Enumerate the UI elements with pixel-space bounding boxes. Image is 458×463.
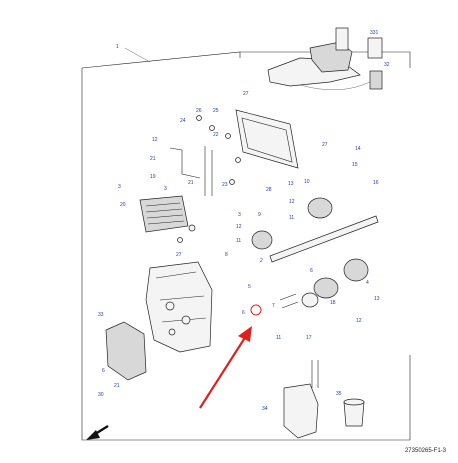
callout-23: 23	[222, 182, 228, 188]
callout-4: 4	[366, 280, 369, 286]
callout-7: 7	[272, 303, 275, 309]
callout-16: 16	[373, 180, 379, 186]
callout-8: 8	[225, 252, 228, 258]
callout-30: 30	[98, 392, 104, 398]
callout-21c: 21	[114, 383, 120, 389]
callout-6b: 6	[242, 310, 245, 316]
callout-18: 18	[330, 300, 336, 306]
figure-id: 27350265-F1-3	[405, 448, 447, 454]
highlight-ring	[250, 304, 262, 316]
callout-33: 33	[98, 312, 104, 318]
callout-6c: 6	[102, 368, 105, 374]
callout-35: 35	[336, 391, 342, 397]
gearbox-inset: 34 35	[262, 360, 365, 439]
callout-1: 1	[116, 44, 119, 50]
callout-21: 21	[150, 156, 156, 162]
leader-1	[124, 47, 151, 63]
callout-9: 9	[258, 212, 261, 218]
callout-331: 331	[370, 30, 379, 36]
callout-26: 26	[196, 108, 202, 114]
callout-27c: 27	[176, 252, 182, 258]
callout-19: 19	[150, 174, 156, 180]
callout-3b: 3	[118, 184, 121, 190]
tractor-inset: 331 32	[267, 27, 390, 91]
direction-arrow-icon	[86, 424, 109, 440]
callout-24: 24	[180, 118, 186, 124]
fastener-cluster-top: 26 25 24 22 23	[180, 108, 241, 188]
callout-11b: 11	[236, 238, 241, 244]
oil-cooler: 20 3	[118, 184, 196, 243]
callout-25: 25	[213, 108, 219, 114]
callout-28: 28	[266, 187, 272, 193]
callout-12: 12	[152, 137, 158, 143]
callout-21b: 21	[188, 180, 194, 186]
callout-15: 15	[352, 162, 358, 168]
callout-3: 3	[164, 186, 167, 192]
highlight-arrow-icon	[199, 326, 252, 409]
callout-5: 5	[248, 284, 251, 290]
callout-13b: 13	[374, 296, 380, 302]
callout-32: 32	[384, 62, 390, 68]
gearbox-housing: 27	[145, 252, 213, 353]
callout-13: 13	[288, 181, 294, 187]
callout-3c: 3	[238, 212, 241, 218]
callout-27b: 27	[322, 142, 328, 148]
pipes: 12 21 19 21 3	[150, 137, 213, 196]
callout-12d: 12	[356, 318, 362, 324]
callout-12c: 12	[236, 224, 242, 230]
coupling-assembly: 6 18 12 17 11 7 5 6	[242, 268, 362, 341]
callout-11c: 11	[276, 335, 281, 341]
callout-22: 22	[213, 132, 219, 138]
cooler-frame: 27 27 28	[235, 91, 328, 193]
callout-11: 11	[289, 215, 294, 221]
callout-10: 10	[304, 179, 310, 185]
assembly-frame	[81, 51, 411, 441]
callout-17: 17	[306, 335, 312, 341]
callout-20: 20	[120, 202, 126, 208]
callout-34: 34	[262, 406, 268, 412]
callout-6: 6	[310, 268, 313, 274]
shield-cover: 33 6 21 30	[98, 312, 147, 398]
drive-shaft: 14 15 16 13 10 12 11 9 3 12 11 8 2 4 13	[225, 146, 380, 302]
callout-12b: 12	[289, 199, 295, 205]
callout-27: 27	[243, 91, 249, 97]
callout-14: 14	[355, 146, 361, 152]
callout-2: 2	[260, 258, 263, 264]
